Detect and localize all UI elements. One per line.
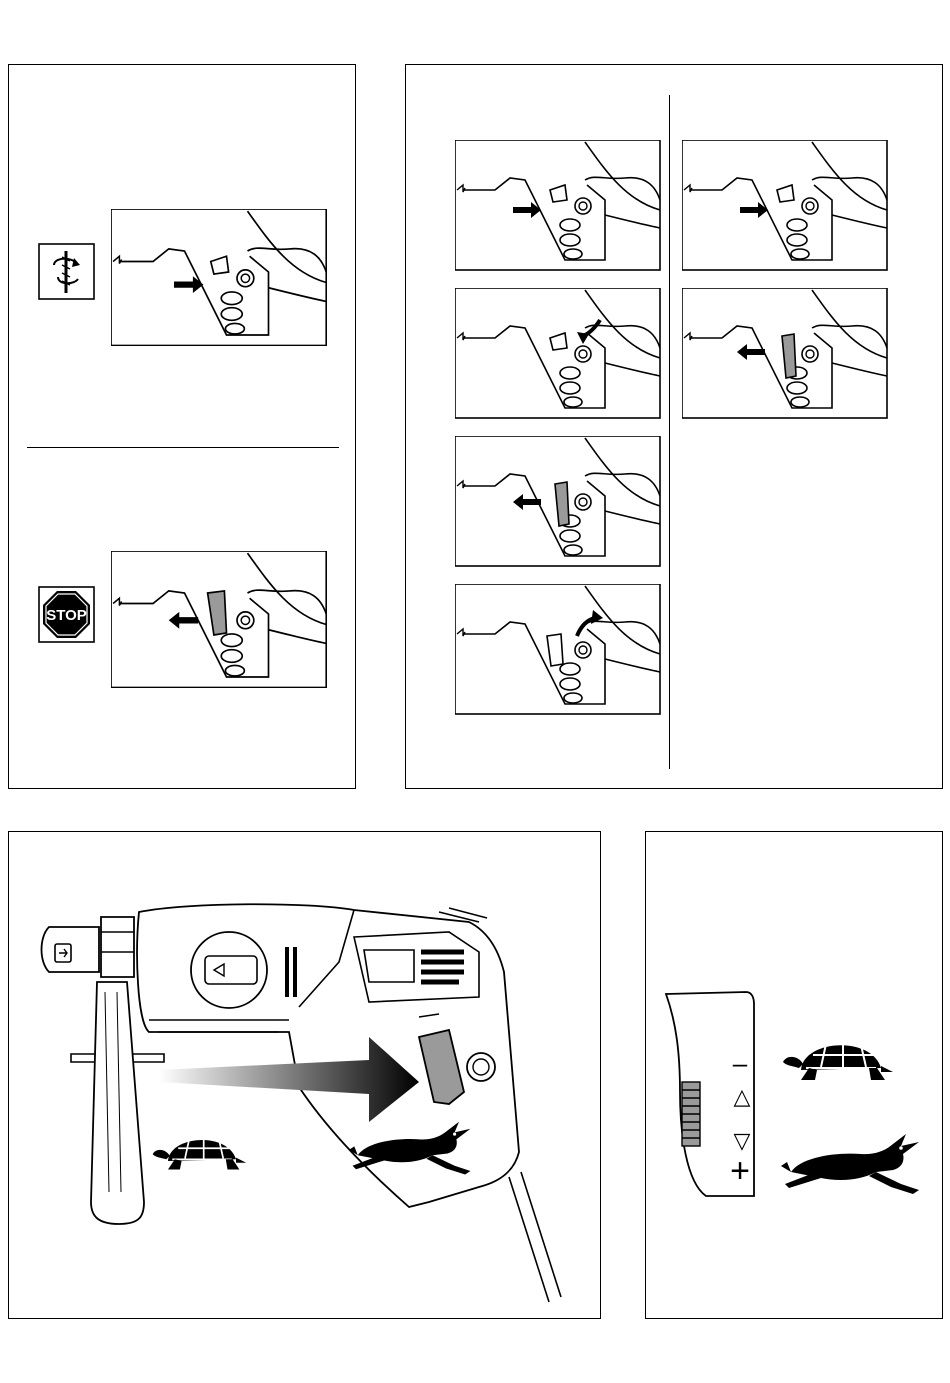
drill-illustration <box>9 832 602 1320</box>
speed-wheel-panel: – △ ▽ + <box>645 831 943 1319</box>
lock-sequence-panel <box>405 64 943 789</box>
tortoise-icon <box>783 1041 893 1080</box>
trigger-lock-on-illustration <box>111 209 327 346</box>
speed-wheel-illustration: – △ ▽ + <box>646 832 944 1320</box>
down-triangle-icon: ▽ <box>734 1129 751 1154</box>
plus-symbol: + <box>730 1152 750 1190</box>
sequence-step-2 <box>455 288 662 420</box>
sequence-step-6 <box>682 288 889 420</box>
trigger-lock-panel: STOP <box>8 64 356 789</box>
stop-text: STOP <box>46 607 87 624</box>
section-divider <box>27 447 339 448</box>
hare-icon <box>781 1134 919 1194</box>
drill-overview-panel <box>8 831 601 1319</box>
tortoise-icon <box>153 1136 247 1169</box>
sequence-divider <box>669 95 670 769</box>
sequence-step-3 <box>455 436 662 568</box>
sequence-step-4 <box>455 584 662 716</box>
trigger-lock-off-illustration <box>111 551 327 688</box>
minus-symbol: – <box>733 1048 748 1078</box>
stop-sign-icon: STOP <box>38 586 95 643</box>
rotation-drill-icon <box>38 243 95 300</box>
sequence-step-1 <box>455 140 662 272</box>
sequence-step-5 <box>682 140 889 272</box>
up-triangle-icon: △ <box>734 1085 751 1110</box>
